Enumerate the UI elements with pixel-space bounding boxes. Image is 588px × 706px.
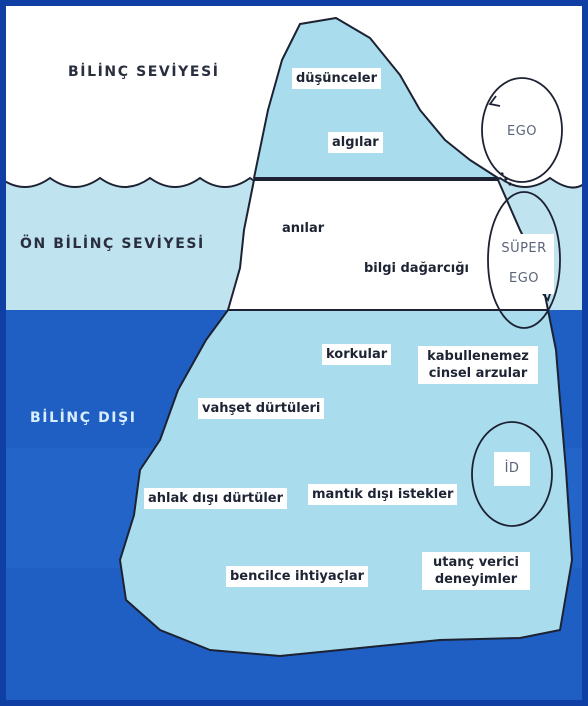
structure-id-label: İD [494, 452, 530, 486]
item-unacceptable-line-2: cinsel arzular [428, 366, 528, 381]
connector-dot [508, 182, 512, 186]
item-unacceptable-desires: kabullenemez cinsel arzular [418, 346, 538, 384]
item-shameful-line-2: deneyimler [434, 572, 518, 587]
superego-circle [487, 191, 561, 329]
item-immoral-urges: ahlak dışı dürtüler [144, 488, 288, 509]
structure-superego-label: SÜPER EGO [494, 234, 554, 294]
item-violent-urges: vahşet dürtüleri [198, 398, 325, 419]
item-selfish-needs: bencilce ihtiyaçlar [226, 566, 369, 587]
ego-circle [481, 77, 563, 183]
item-knowledge: bilgi dağarcığı [360, 258, 473, 279]
level-label-preconscious: ÖN BİLİNÇ SEVİYESİ [20, 236, 205, 252]
connector-dot [504, 177, 508, 181]
structure-superego-line-2: EGO [508, 271, 540, 286]
item-shameful-experiences: utanç verici deneyimler [422, 552, 530, 590]
structure-ego-label: EGO [506, 124, 538, 139]
item-unacceptable-line-1: kabullenemez [427, 349, 529, 364]
item-irrational-wishes: mantık dışı istekler [308, 484, 458, 505]
level-label-unconscious: BİLİNÇ DIŞI [30, 410, 137, 426]
item-thoughts: düşünceler [292, 68, 382, 89]
item-perceptions: algılar [328, 132, 383, 153]
id-circle [471, 421, 553, 527]
level-label-conscious: BİLİNÇ SEVİYESİ [68, 64, 220, 80]
item-shameful-line-1: utanç verici [432, 555, 520, 570]
ego-arrow [488, 95, 501, 107]
connector-dot [500, 172, 504, 176]
item-memories: anılar [278, 218, 329, 239]
iceberg-tip [253, 17, 499, 179]
structure-superego-line-1: SÜPER [501, 241, 547, 256]
item-fears: korkular [322, 344, 392, 365]
